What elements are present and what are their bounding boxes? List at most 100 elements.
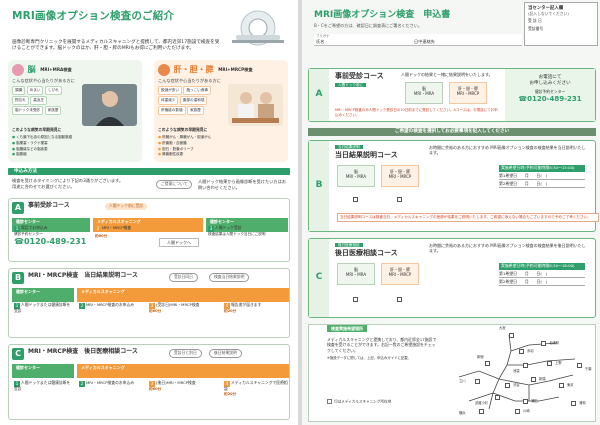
station-checkbox[interactable] (479, 409, 484, 414)
station-checkbox[interactable] (505, 383, 510, 388)
brain-sub: こんな症状や心当たりがある方に (12, 78, 75, 83)
station-checkbox[interactable] (571, 401, 576, 406)
station-checkbox[interactable] (519, 349, 524, 354)
course-pill: 受診日と別日 (169, 349, 202, 358)
station-label: 千葉 (585, 367, 592, 371)
date-row-2[interactable]: 第2希望日 月 日( ) (499, 180, 585, 188)
course-warning: MRI・MRCP検査のみ人間ドック受診日の10日前までに受診してください。Aコー… (335, 108, 498, 117)
course-tag: 当日結果説明 (335, 145, 363, 150)
name-row[interactable]: フリガナ 氏名 日中連絡先 (314, 34, 522, 46)
course-pill-2: 検査当日結果説明 (209, 273, 250, 282)
station-checkbox[interactable] (541, 341, 546, 346)
apply-method-bar: 申込み方法 (8, 168, 290, 175)
liver-checkbox[interactable] (397, 297, 402, 302)
option-label: 肝・胆・膵 (458, 86, 478, 91)
step-label: MRI・MRCP検査のお申込み (86, 380, 135, 385)
course-letter: C (12, 348, 24, 360)
station-label: 武蔵小杉 (475, 401, 489, 405)
apply-note: 検査を受けるタイミングにより下記の3通りがございます。 用途に合わせてお選びくだ… (12, 178, 152, 189)
step-number: 1 (14, 226, 20, 232)
date-row-1[interactable]: 第1希望日 月 日( ) (499, 270, 585, 278)
station-checkbox[interactable] (559, 383, 564, 388)
station-label: 東京 (567, 383, 574, 387)
headache-man-photo (82, 84, 137, 126)
station-label: 大宮 (499, 326, 506, 330)
phone-number: ☎0120-489-231 (518, 95, 582, 104)
station-checkbox[interactable] (547, 361, 552, 366)
date-row-1[interactable]: 第1希望日 月 日( ) (499, 172, 585, 180)
form-course-b: B 当日結果説明 当日結果説明コース お時間に余裕のある方におすすめ MRI画像… (308, 140, 599, 232)
form-course-a: A 事前受診コース 人間ドック前に 人間ドックの結果と一緒に結果説明をいたします… (308, 68, 596, 122)
brain-checkbox[interactable] (353, 197, 358, 202)
station-checkbox[interactable] (485, 361, 490, 366)
flow-header-clinic: 健診センター (12, 364, 74, 378)
brochure-left-page: MRI画像オプション検査のご紹介 画像診断専門クリニックを展開するメディカルスキ… (0, 0, 298, 425)
step-number: 1 (14, 303, 20, 309)
station-checkbox[interactable] (515, 409, 520, 414)
symptom-chip: めまい (26, 86, 44, 95)
dining-people-photo (228, 84, 283, 126)
liver-checkbox[interactable] (397, 197, 402, 202)
step-label: (受診日)MRI・MRCP検査 (156, 302, 200, 307)
course-tag: 人間ドック前に (335, 83, 367, 88)
date-label: 第1希望日 (499, 270, 518, 276)
course-tag: 後日医療相談 (335, 243, 363, 248)
step-label: メディカルスキャニングで医療相談 (224, 380, 288, 391)
symptom-chip: 脳ドック未受診 (12, 106, 44, 115)
disease-item: 肝嚢胞・血管腫 (158, 141, 284, 145)
form-subtitle: B・Cをご希望の方は、確認日に調査表にご署名ください。 (314, 23, 422, 28)
liver-find-head: このような病気の早期発見に (158, 127, 208, 132)
option-sub: MRI・MRCP (388, 174, 412, 179)
step-number: 3 (208, 226, 214, 232)
symptom-chip: 脂っこい食事 (183, 86, 212, 95)
step-3: 3(後日)MRI・MRCP検査約60分 (149, 380, 219, 392)
station-checkbox[interactable] (509, 333, 514, 338)
furigana-label: フリガナ (316, 34, 330, 38)
brain-checkbox[interactable] (353, 297, 358, 302)
flow-header-clinic: 健診センター (12, 218, 90, 232)
station-checkbox[interactable] (523, 399, 528, 404)
call-box: お電話にて お申し込みください 健診予約センター ☎0120-489-231 (505, 69, 595, 121)
legend-text: 印はメディカルスキャニング所在地 (334, 399, 392, 404)
station-checkbox[interactable] (577, 363, 582, 368)
course-title: 事前受診コース (335, 72, 384, 80)
apply-note-line1: 検査を受けるタイミングにより下記の3通りがございます。 (12, 178, 124, 183)
disease-item: 脳腫瘍などの脳疾患 (12, 147, 138, 151)
step-number: 4 (224, 381, 230, 387)
flow-header-clinic: 健診センター (12, 288, 74, 302)
symptom-chip: 腹部の違和感 (179, 96, 208, 105)
step-number: 3 (149, 303, 155, 309)
station-label: 蒲田 (531, 399, 538, 403)
station-checkbox[interactable] (475, 379, 480, 384)
liver-exam-box: 肝・胆・膵 MRI+MRCP検査 こんな症状や心当たりがある方に 飲酒が多い 脂… (154, 60, 288, 162)
map-legend: 印はメディカルスキャニング所在地 (327, 399, 391, 404)
step-label: MRI・MRCP検査のお申込み (86, 302, 135, 307)
office-use-box: 当センター記入欄 (記入しないでください) 受 診 日 受診番号 (524, 2, 598, 46)
date-head: 実施希望日時(予約可能時間8:30〜18:00) (499, 263, 585, 270)
step-label: MRI・MRCP検査 (102, 225, 132, 230)
option-label: 脳 (422, 86, 426, 91)
station-checkbox[interactable] (523, 363, 528, 368)
station-label: 立川 (459, 379, 466, 383)
course-title: MRI・MRCP検査 後日医療相談コース (28, 348, 138, 355)
brain-tag: MRI+MRA検査 (40, 67, 72, 73)
date-row-2[interactable]: 第2希望日 月 日( ) (499, 278, 585, 286)
station-checkbox[interactable] (531, 377, 536, 382)
symptom-chip: 物忘れ (12, 96, 29, 105)
station-map (458, 334, 576, 410)
course-desc: お時間に余裕のある方におすすめ MRI画像オプション検査の検査結果を後日説明いた… (429, 243, 586, 254)
station-checkbox[interactable] (495, 395, 500, 400)
course-letter: A (12, 202, 24, 214)
disease-item: くも膜下出血の原因となる脳動脈瘤 (12, 135, 138, 139)
course-pill: 人間ドック前に受診 (105, 203, 148, 210)
step-number: 1 (14, 381, 20, 387)
